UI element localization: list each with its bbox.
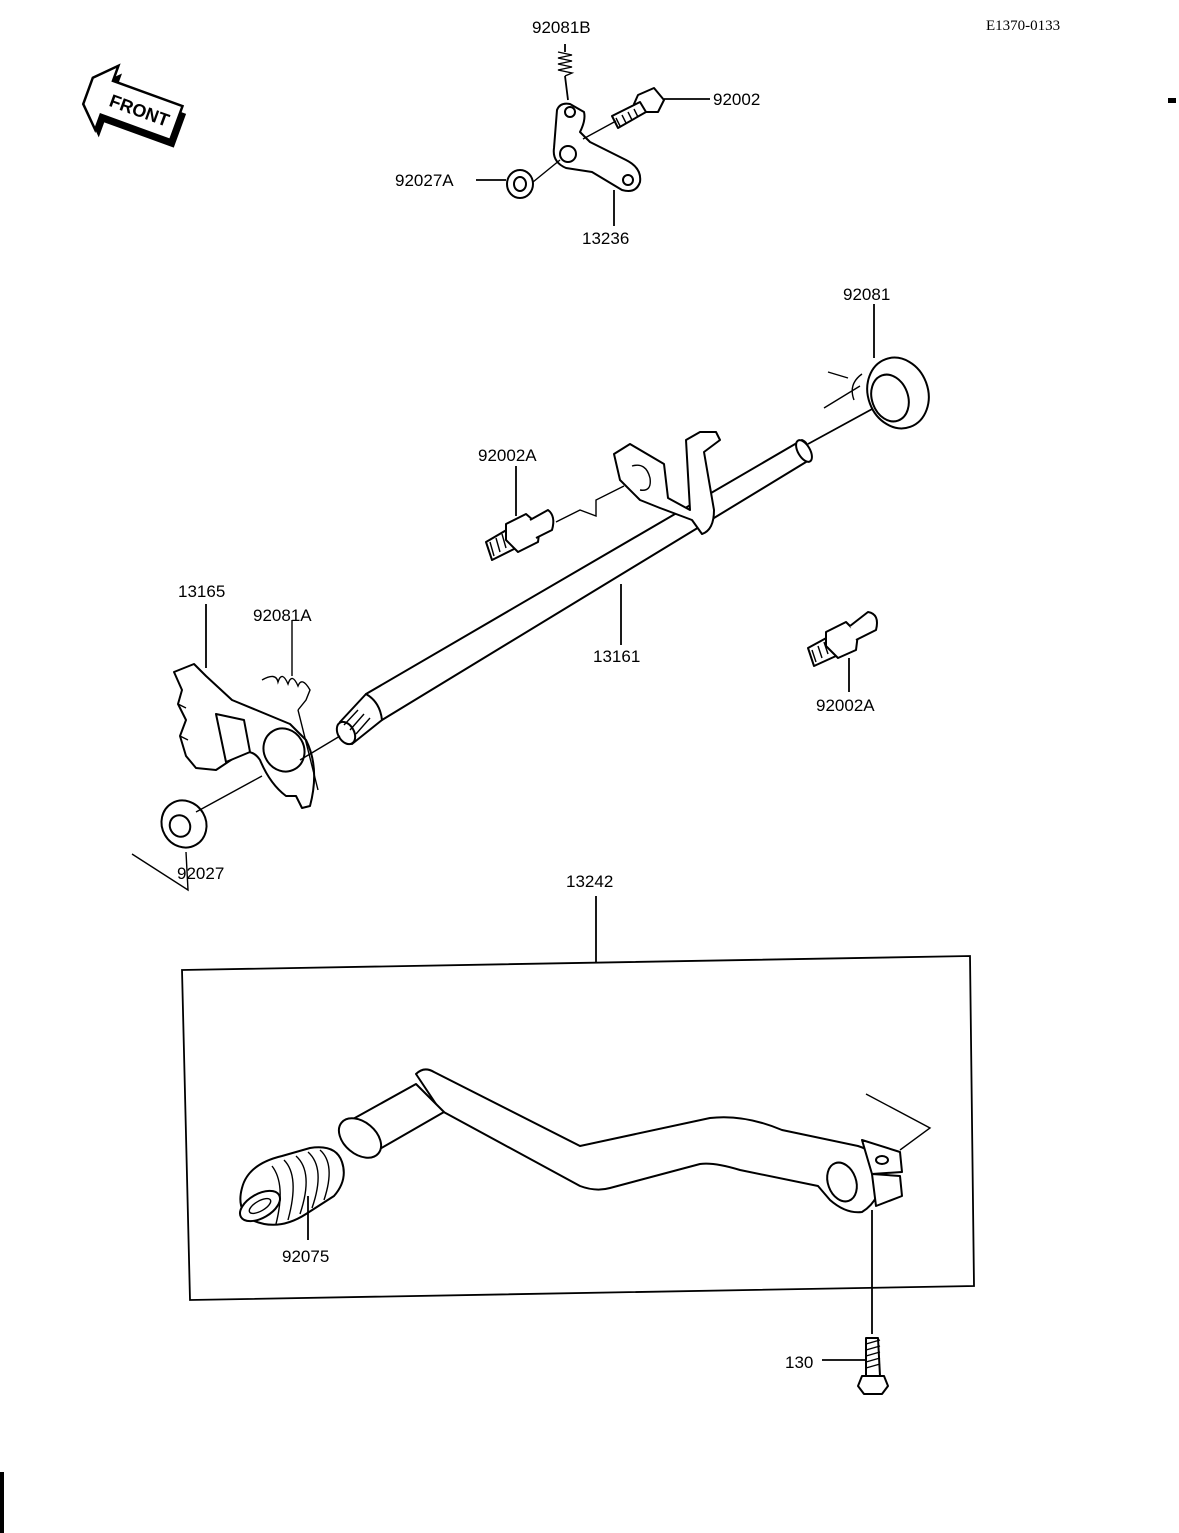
label-92002A-right: 92002A — [816, 696, 875, 715]
spring-92081B — [557, 44, 575, 101]
bolt-92002A-right — [807, 611, 878, 692]
label-92081: 92081 — [843, 285, 890, 304]
edge-bar — [0, 1472, 4, 1533]
label-92081A: 92081A — [253, 606, 312, 625]
bolt-92002 — [611, 87, 710, 129]
bolt-92002A-top — [485, 466, 625, 561]
label-92027A: 92027A — [395, 171, 454, 190]
bolt-130 — [822, 1210, 889, 1395]
collar-92027A — [476, 159, 561, 199]
label-13236: 13236 — [582, 229, 629, 248]
shaft-13161 — [335, 407, 875, 746]
spring-92081A — [261, 620, 319, 791]
washer-92027 — [131, 775, 263, 892]
spring-92081 — [823, 304, 930, 430]
front-arrow-icon: FRONT — [81, 63, 187, 148]
label-13161: 13161 — [593, 647, 640, 666]
lever-13236 — [552, 102, 642, 192]
label-92002A-top: 92002A — [478, 446, 537, 465]
drawing-code: E1370-0133 — [986, 18, 1060, 34]
label-92075: 92075 — [282, 1247, 329, 1266]
plate-13165 — [173, 604, 316, 809]
label-13165: 13165 — [178, 582, 225, 601]
shift-arm-plate — [613, 431, 721, 535]
label-13242: 13242 — [566, 872, 613, 891]
label-92027: 92027 — [177, 864, 224, 883]
rubber-92075 — [239, 1146, 345, 1240]
label-92002: 92002 — [713, 90, 760, 109]
assembly-box-13242 — [181, 955, 975, 1301]
label-92081B: 92081B — [532, 18, 591, 37]
edge-mark — [1168, 98, 1176, 103]
label-130: 130 — [785, 1353, 813, 1372]
pedal-13242 — [337, 1068, 932, 1214]
